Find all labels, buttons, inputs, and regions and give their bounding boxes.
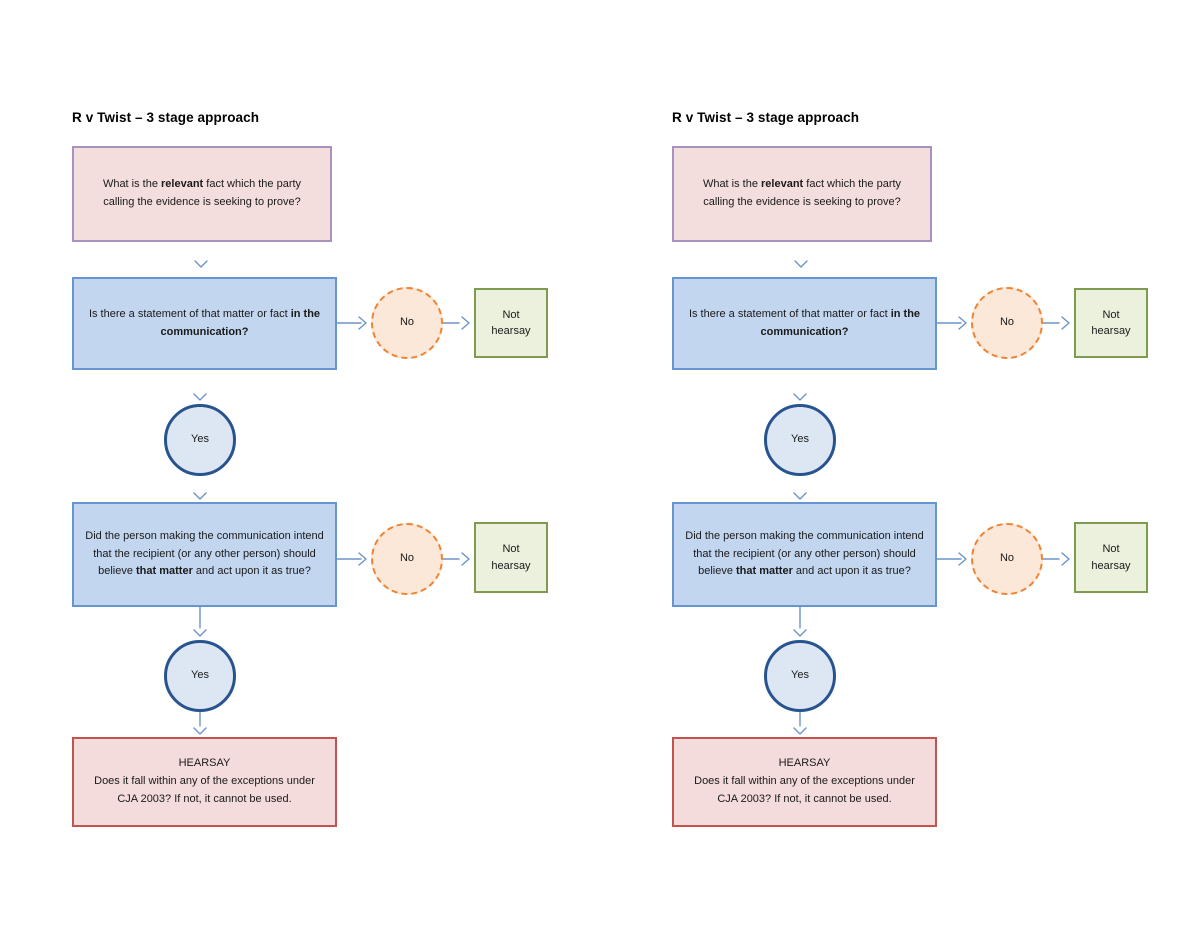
stage2-text: Is there a statement of that matter or f… — [684, 306, 925, 342]
yes-label: Yes — [191, 433, 209, 446]
not-hearsay-box-1: Not hearsay — [1074, 288, 1148, 358]
stage2-text-pre: Is there a statement of that matter or f… — [88, 307, 291, 320]
yes-circle-1: Yes — [764, 404, 836, 476]
stage3-text-bold: that matter — [136, 565, 193, 578]
yes-circle-1: Yes — [164, 404, 236, 476]
no-label: No — [399, 552, 415, 565]
stage1-text-pre: What is the — [702, 178, 762, 191]
no-circle-1: No — [971, 287, 1043, 359]
diagram-title: R v Twist – 3 stage approach — [72, 110, 260, 125]
stage1-text-bold: relevant — [161, 178, 204, 191]
stage1-relevant-fact-box: What is the relevant fact which the part… — [72, 146, 332, 242]
stage3-text-pre: Did the person making the communication … — [85, 529, 324, 578]
diagram-title: R v Twist – 3 stage approach — [672, 110, 860, 125]
not-hearsay-label: Not hearsay — [491, 308, 531, 338]
stage1-text-bold: relevant — [761, 178, 804, 191]
no-circle-1: No — [371, 287, 443, 359]
hearsay-result-box: HEARSAY Does it fall within any of the e… — [672, 737, 937, 827]
no-circle-2: No — [371, 523, 443, 595]
flowchart-left: R v Twist – 3 stage approach What is the… — [72, 110, 548, 827]
no-label: No — [399, 316, 415, 329]
stage1-text-post: fact which the party calling the evidenc… — [103, 178, 302, 208]
yes-label: Yes — [791, 669, 809, 682]
not-hearsay-box-2: Not hearsay — [1074, 522, 1148, 593]
yes-circle-2: Yes — [164, 640, 236, 712]
stage2-statement-box: Is there a statement of that matter or f… — [672, 277, 937, 370]
stage1-text-post: fact which the party calling the evidenc… — [703, 178, 902, 208]
stage1-text: What is the relevant fact which the part… — [688, 176, 916, 212]
stage2-text-pre: Is there a statement of that matter or f… — [688, 307, 891, 320]
not-hearsay-label: Not hearsay — [491, 543, 531, 572]
stage3-text-post: and act upon it as true? — [792, 565, 911, 578]
stage3-text-pre: Did the person making the communication … — [685, 529, 924, 578]
not-hearsay-box-1: Not hearsay — [474, 288, 548, 358]
yes-label: Yes — [791, 433, 809, 446]
hearsay-heading: HEARSAY — [178, 757, 231, 770]
hearsay-body: Does it fall within any of the exception… — [694, 775, 915, 805]
yes-label: Yes — [191, 669, 209, 682]
stage1-text-pre: What is the — [102, 178, 162, 191]
yes-circle-2: Yes — [764, 640, 836, 712]
hearsay-body: Does it fall within any of the exception… — [94, 775, 315, 805]
stage2-text-bold: in the communication? — [760, 307, 921, 338]
stage3-text: Did the person making the communication … — [82, 528, 327, 581]
not-hearsay-label: Not hearsay — [1091, 308, 1131, 338]
stage3-intention-box: Did the person making the communication … — [72, 502, 337, 607]
stage2-text-bold: in the communication? — [160, 307, 321, 338]
not-hearsay-label: Not hearsay — [1091, 543, 1131, 572]
hearsay-heading: HEARSAY — [778, 757, 831, 770]
no-circle-2: No — [971, 523, 1043, 595]
stage2-statement-box: Is there a statement of that matter or f… — [72, 277, 337, 370]
not-hearsay-box-2: Not hearsay — [474, 522, 548, 593]
stage1-text: What is the relevant fact which the part… — [88, 176, 316, 212]
stage3-text-bold: that matter — [736, 565, 793, 578]
stage3-text-post: and act upon it as true? — [192, 565, 311, 578]
hearsay-result-box: HEARSAY Does it fall within any of the e… — [72, 737, 337, 827]
stage3-text: Did the person making the communication … — [682, 528, 927, 581]
no-label: No — [999, 552, 1015, 565]
flowchart-right: R v Twist – 3 stage approach What is the… — [600, 0, 1200, 927]
stage3-intention-box: Did the person making the communication … — [672, 502, 937, 607]
stage2-text: Is there a statement of that matter or f… — [84, 306, 325, 342]
stage1-relevant-fact-box: What is the relevant fact which the part… — [672, 146, 932, 242]
no-label: No — [999, 316, 1015, 329]
